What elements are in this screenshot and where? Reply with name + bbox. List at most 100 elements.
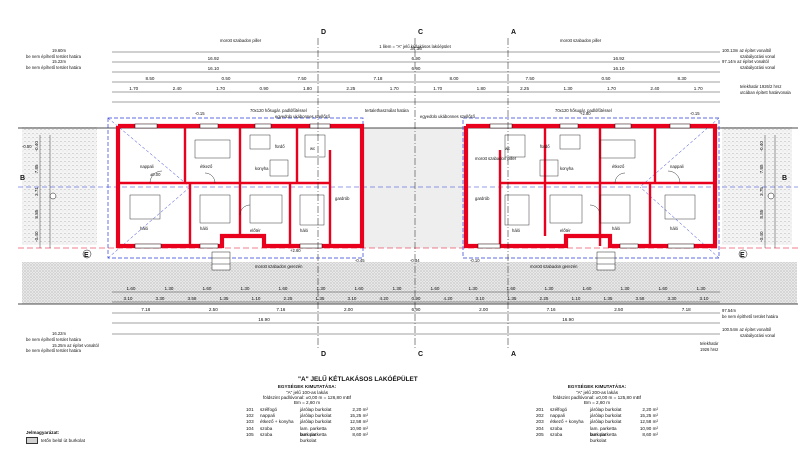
section-mark-0: D — [321, 29, 326, 36]
dim-top-5-3: 0.90 — [260, 86, 269, 91]
elevation-labels: ±0.00-0.15-0.50+2.60-0.45-0.34-0.10+2.80… — [22, 111, 700, 263]
table-cell: járólap burkolat — [300, 407, 332, 412]
annotation-texts: morott szabadon piller 1 lilem = "A" jelű… — [26, 38, 791, 353]
dim-bot-2-13: 2.25 — [540, 296, 549, 301]
room-label: gardrób — [335, 196, 350, 201]
gravel-strip-bottom — [22, 262, 797, 304]
dim-bot-2-4: 1.10 — [252, 296, 261, 301]
note-right-b1: 100.13m az építet vonaltól — [722, 48, 771, 53]
table-cell: nappali — [550, 413, 565, 419]
dim-top-5-5: 2.25 — [346, 86, 355, 91]
dim-top-5-4: 1.80 — [303, 86, 312, 91]
gravel-right — [722, 127, 792, 245]
table-cell: szoba — [260, 431, 273, 437]
elevation-label: -0.45 — [355, 258, 365, 263]
table-cell: szélfogó — [550, 407, 568, 412]
dim-bot-1-13: 1.30 — [621, 286, 630, 291]
room-label: háló — [512, 228, 521, 233]
dim-top-5-8: 1.80 — [477, 86, 486, 91]
note-pipe-right: egyedülo ukábonnes szellőző — [420, 114, 476, 119]
note-bot-left1: 16.22m — [52, 331, 66, 336]
elevation-label: -0.15 — [195, 111, 205, 116]
dim-bot-1-3: 1.30 — [241, 286, 250, 291]
note-left-ridge: morott szabadon piller — [220, 38, 262, 43]
center-passage — [360, 128, 468, 248]
note-window-right: 70x120 hősugár. padlófűtéssel — [555, 108, 612, 113]
section-mark-2: A — [511, 29, 516, 36]
unit-table-right: EGYSÉGEK KIMUTATÁSA: "A" jelű 200-as lak… — [536, 384, 658, 443]
table-cell: 8,60 m² — [352, 431, 368, 437]
note-kitchen: morott szabadon piller — [475, 156, 517, 161]
dim-bot-1-4: 1.60 — [279, 286, 288, 291]
dim-right-1: 7.85 — [759, 164, 764, 173]
note-center: 1 lilem = "A" jelű kétlakásos lakóépület — [379, 44, 451, 49]
building-right-inner — [498, 126, 715, 246]
section-mark-4: C — [418, 351, 423, 358]
table-height: Bm = 2,60 m — [293, 400, 321, 405]
dim-bot-1-7: 1.30 — [393, 286, 402, 291]
table-cell: járólap burkolat — [590, 419, 622, 425]
dim-bot-3-3: 2.00 — [344, 307, 353, 312]
table-cell: 204 — [536, 425, 544, 431]
note-window-left: 70x120 hősugár. padlófűtéssel — [250, 108, 307, 113]
dim-top-5-2: 1.70 — [216, 86, 225, 91]
dim-top-5-12: 2.40 — [650, 86, 659, 91]
note-right-ridge: morott szabadon piller — [560, 38, 602, 43]
table-heading: EGYSÉGEK KIMUTATÁSA: — [567, 384, 627, 389]
dim-right-4: -0.40 — [759, 231, 764, 242]
table-cell: 203 — [536, 419, 544, 425]
dim-top-5-11: 1.70 — [607, 86, 616, 91]
elevation-label: +2.60 — [290, 248, 301, 253]
dim-bot-2-12: 1.35 — [508, 296, 517, 301]
dim-bot-3-0: 7.18 — [141, 307, 150, 312]
dim-top-4-5: 7.50 — [526, 76, 535, 81]
dim-bot-2-2: 3.58 — [188, 296, 197, 301]
room-label: háló — [670, 226, 679, 231]
dim-bot-3-4: 6.90 — [412, 307, 421, 312]
dim-top-4-0: 8.50 — [146, 76, 155, 81]
legend-heading: Jelmagyarázat: — [26, 430, 60, 435]
table-subheading: "A" jelű 100-as lakás — [285, 390, 329, 395]
dim-bot-3-2: 7.16 — [276, 307, 285, 312]
note-bot-left4: be nem épíhető terület határa — [26, 348, 82, 353]
dim-bot-3-5: 2.00 — [479, 307, 488, 312]
note-left-b3: 15.22m — [52, 59, 66, 64]
interior-fittings — [129, 134, 696, 226]
note-right-b2: szabályozási vonal — [740, 54, 775, 59]
dim-left-4: -0.40 — [34, 231, 39, 242]
table-cell: járólap burkolat — [300, 419, 332, 425]
dim-left-2: 3.71 — [34, 187, 39, 196]
dim-top-4-4: 8.00 — [450, 76, 459, 81]
dim-bot-2-15: 1.35 — [604, 296, 613, 301]
table-cell: lam. parketta burkolat — [590, 431, 617, 443]
dim-top-5-13: 1.70 — [694, 86, 703, 91]
section-mark-1: C — [418, 29, 423, 36]
row-mark-e-left: E — [84, 252, 89, 259]
dim-top-5-6: 1.70 — [390, 86, 399, 91]
legend-item: tetőn belül út burkolat — [41, 438, 85, 443]
dim-bot-2-3: 1.35 — [220, 296, 229, 301]
dim-top-2-2: 16.92 — [613, 56, 625, 61]
table-heading: EGYSÉGEK KIMUTATÁSA: — [277, 384, 337, 389]
dim-bot-1-1: 1.30 — [165, 286, 174, 291]
table-cell: étkező + konyha — [550, 419, 584, 425]
table-cell: 201 — [536, 407, 544, 412]
table-cell: 105 — [246, 431, 254, 437]
table-height: Bm = 2,60 m — [583, 400, 611, 405]
dim-bot-1-6: 1.60 — [355, 286, 364, 291]
section-mark-3: D — [321, 351, 326, 358]
elevation-label: +2.80 — [580, 111, 591, 116]
dim-left-0: -0.40 — [34, 141, 39, 152]
dim-top-4-3: 7.18 — [374, 76, 383, 81]
dim-bot-1-0: 1.60 — [127, 286, 136, 291]
gravel-left — [22, 127, 97, 245]
